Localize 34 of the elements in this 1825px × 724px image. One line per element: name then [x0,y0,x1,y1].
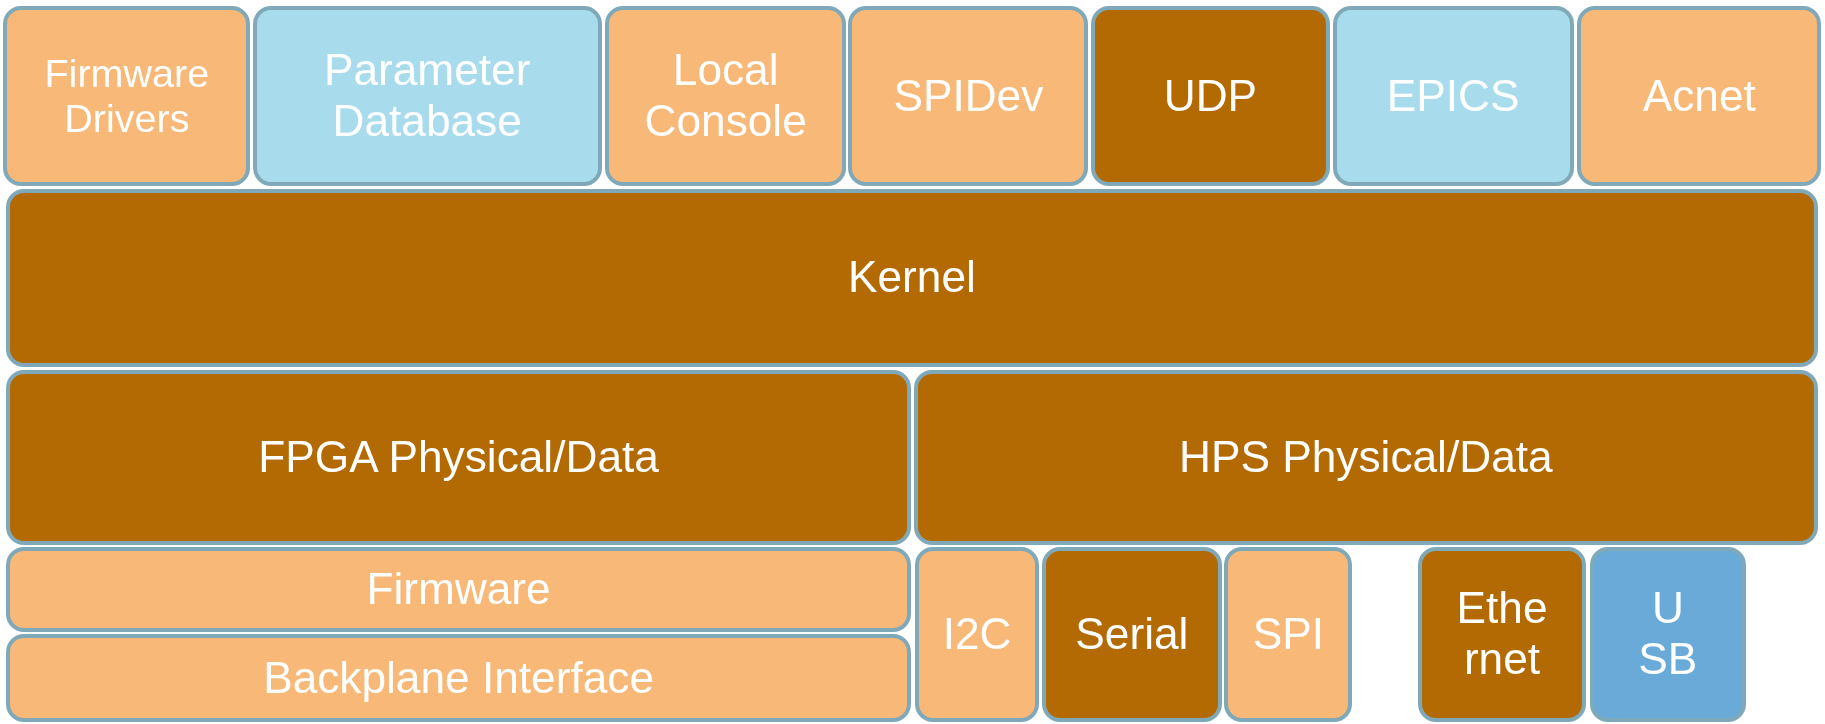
port-block [1417,547,1587,722]
software-block [252,5,602,187]
hardware-layer [5,370,912,545]
software-block [3,5,251,187]
software-block [848,5,1089,187]
block-label: Firmware Drivers [43,50,211,142]
block-label: Acnet [1641,70,1757,122]
block-label: Kernel [847,252,977,303]
block-label: EPICS [1385,70,1521,122]
block-label: SPIDev [892,70,1045,122]
block-label: SPI [1251,608,1326,660]
software-block [1332,5,1574,187]
block-label: Serial [1074,608,1190,660]
block-label: I2C [941,608,1013,660]
software-block [1090,5,1331,187]
block-label: FPGA Physical/Data [257,431,660,483]
block-label: USB [1637,583,1698,686]
firmware-layer [5,547,912,632]
block-label: Backplane Interface [262,652,655,704]
block-label: Parameter Database [322,45,532,147]
hardware-layer [913,370,1818,545]
interface-layer [5,634,912,722]
block-label: HPS Physical/Data [1178,431,1554,483]
port-block [1224,547,1353,722]
kernel-layer [5,188,1818,367]
port-block [1589,547,1746,722]
block-label: UDP [1162,70,1259,122]
port-block [1041,547,1223,722]
port-block [914,547,1040,722]
block-label: Local Console [643,45,808,147]
block-label: Firmware [365,564,552,615]
block-label: Ethernet [1455,583,1549,686]
software-block [605,5,847,187]
software-block [1577,5,1822,187]
